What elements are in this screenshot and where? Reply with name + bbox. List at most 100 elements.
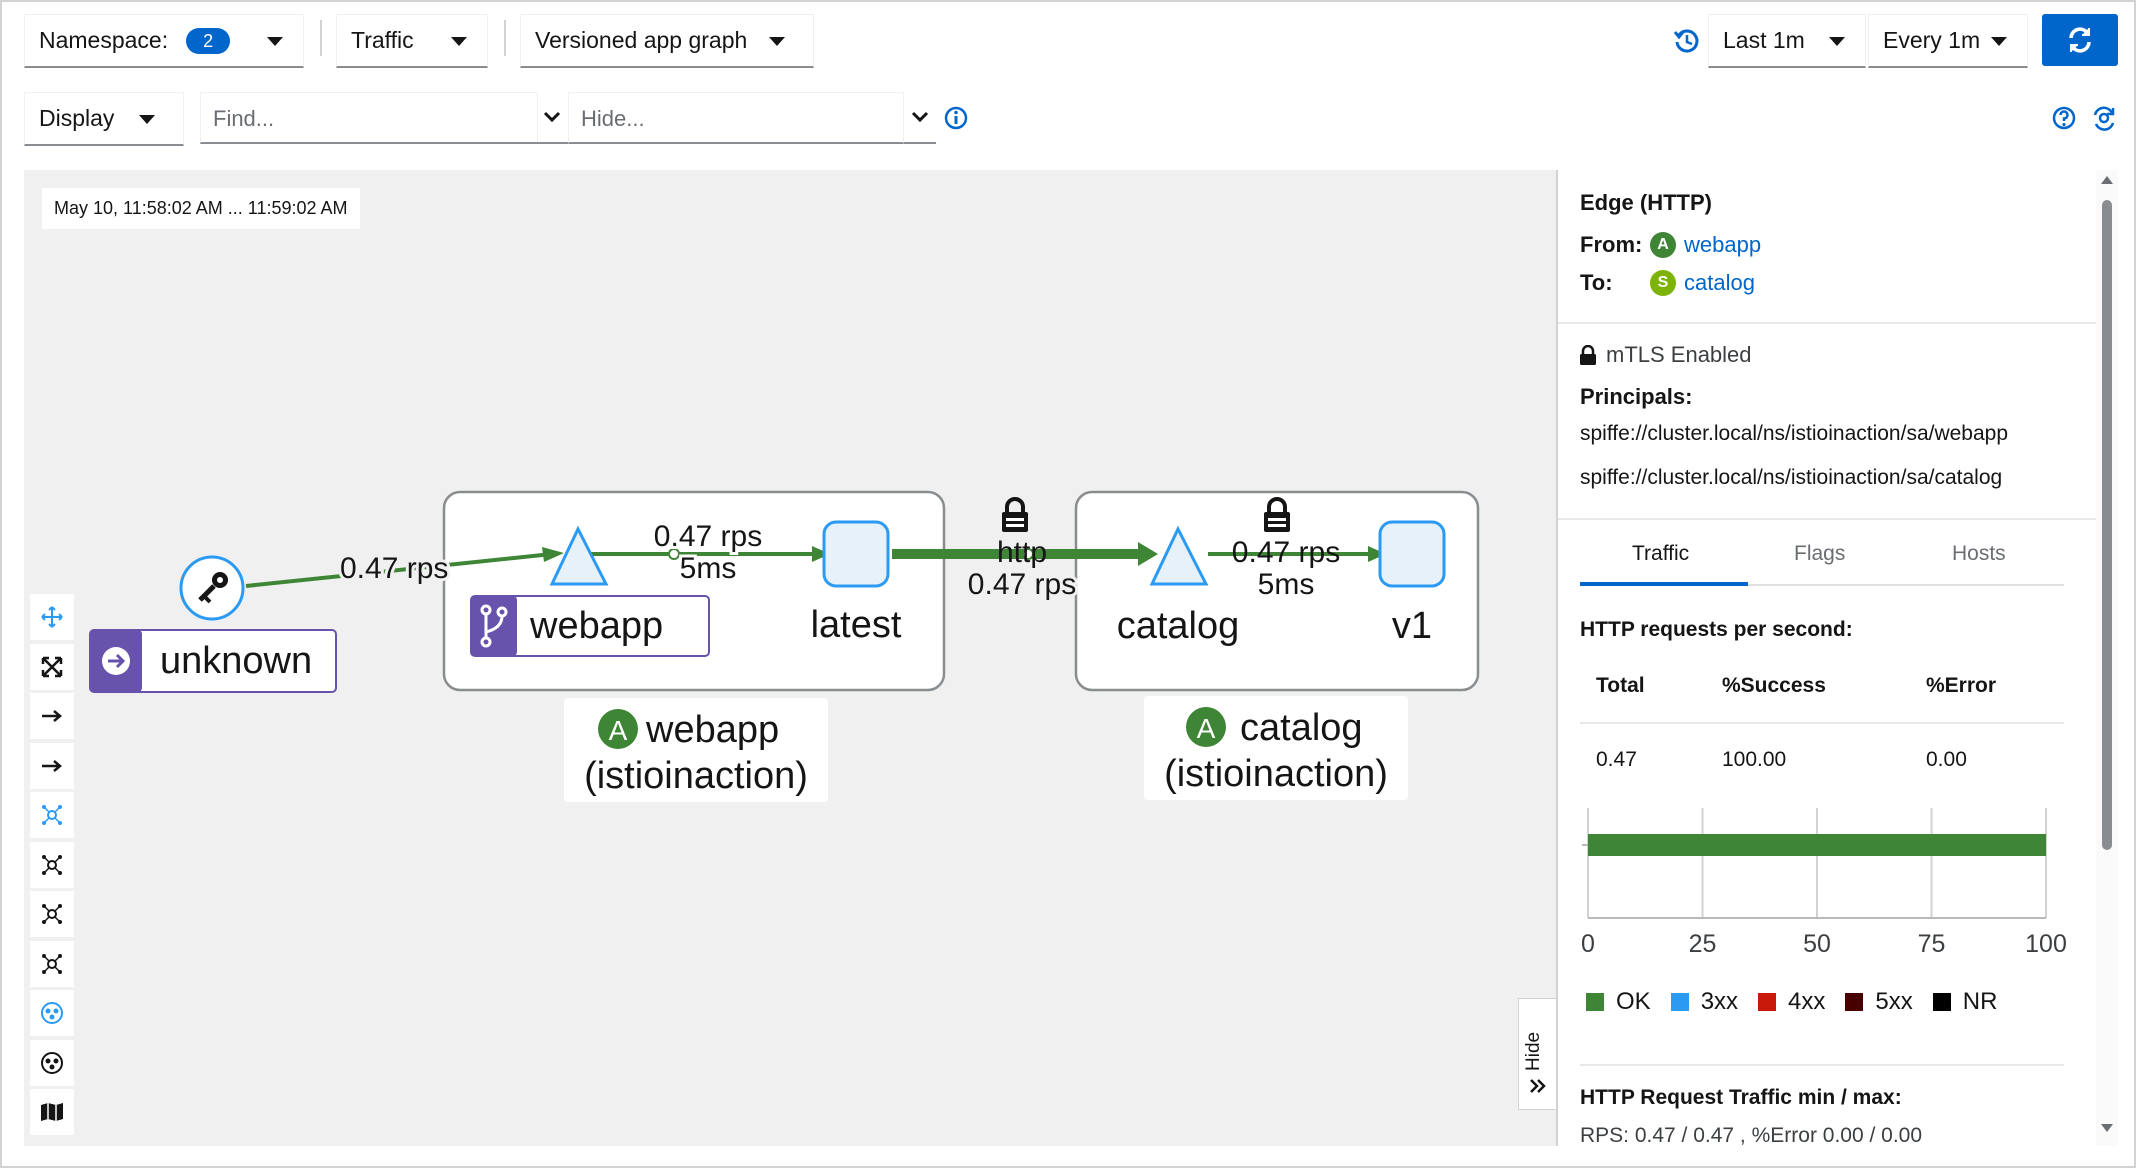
traffic-dropdown[interactable]: Traffic <box>336 14 488 68</box>
panel-title: Edge (HTTP) <box>1580 190 1712 215</box>
x-tick-label: 50 <box>1803 930 1831 958</box>
duration-dropdown[interactable]: Last 1m <box>1708 14 1866 68</box>
scroll-up-icon[interactable] <box>2101 176 2113 184</box>
latest-workload-node[interactable] <box>822 520 890 588</box>
panel-scrollbar[interactable] <box>2096 170 2118 1146</box>
traffic-label: Traffic <box>351 27 414 53</box>
edge-unknown-to-webapp[interactable] <box>245 547 564 588</box>
edge-label-protocol: http <box>997 536 1047 569</box>
service-badge-icon: S <box>1650 270 1676 296</box>
edge-label-time: 5ms <box>1258 568 1315 601</box>
min-max-label: HTTP Request Traffic min / max: <box>1580 1086 1902 1109</box>
replay-history-icon[interactable] <box>1670 24 1704 58</box>
latest-label-box <box>794 596 918 654</box>
key-icon <box>198 572 228 604</box>
namespace-dropdown[interactable]: Namespace: 2 <box>24 14 304 68</box>
refresh-interval-dropdown[interactable]: Every 1m <box>1868 14 2028 68</box>
layout-2-icon[interactable] <box>30 891 74 937</box>
legend-item-5xx: 5xx <box>1845 988 1913 1016</box>
code-branch-icon <box>480 604 508 648</box>
panel-tabs: Traffic Flags Hosts <box>1580 542 2064 586</box>
divider <box>1580 1064 2064 1066</box>
legend-item-nr: NR <box>1932 988 1997 1016</box>
graph-type-dropdown[interactable]: Versioned app graph <box>520 14 814 68</box>
webapp-service-text: webapp <box>529 605 663 647</box>
webapp-service-node[interactable] <box>549 525 609 586</box>
principal-catalog: spiffe://cluster.local/ns/istioinaction/… <box>1580 466 2003 489</box>
hide-panel-tab[interactable]: Hide <box>1518 998 1556 1110</box>
layout-3-icon[interactable] <box>30 940 74 987</box>
scroll-thumb[interactable] <box>2102 200 2112 850</box>
unknown-node[interactable] <box>179 555 245 621</box>
refresh-button[interactable] <box>2042 14 2118 66</box>
catalog-label-box <box>1100 596 1256 656</box>
namespace-layout-alt-icon[interactable] <box>30 1039 74 1086</box>
graph-toolbar <box>30 594 74 1139</box>
display-dropdown[interactable]: Display <box>24 92 184 146</box>
to-label: To: <box>1580 270 1613 295</box>
catalog-service-node[interactable] <box>1149 525 1209 586</box>
x-tick-label: 100 <box>2025 930 2067 958</box>
to-link[interactable]: catalog <box>1684 270 1755 295</box>
tab-hosts[interactable]: Hosts <box>1952 542 2006 565</box>
caret-down-icon <box>769 37 785 46</box>
active-tab-indicator <box>1580 582 1748 586</box>
from-row: From: A webapp <box>1580 232 1761 258</box>
tab-flags[interactable]: Flags <box>1794 542 1846 565</box>
bar-ok <box>1588 834 2046 856</box>
caret-down-icon <box>267 37 283 46</box>
caret-down-icon <box>139 115 155 124</box>
pan-move-icon[interactable] <box>30 594 74 640</box>
edge-catalog-to-v1[interactable] <box>1208 546 1386 562</box>
edge-label-rps: 0.47 rps <box>1232 536 1340 569</box>
tour-icon[interactable] <box>2090 104 2118 132</box>
chart-legend: OK 3xx 4xx 5xx NR <box>1586 988 2017 1016</box>
hide-options-chevron[interactable] <box>904 92 936 144</box>
http-rps-label: HTTP requests per second: <box>1580 618 1853 641</box>
mtls-row: mTLS Enabled <box>1580 342 1752 368</box>
namespace-layout-icon[interactable] <box>30 990 74 1036</box>
map-legend-icon[interactable] <box>30 1089 74 1135</box>
divider <box>1558 322 2096 324</box>
from-link[interactable]: webapp <box>1684 232 1762 257</box>
webapp-box-namespace: (istioinaction) <box>584 755 808 797</box>
hide-input[interactable]: Hide... <box>568 92 904 144</box>
edge-latest-to-catalog-selected[interactable] <box>892 542 1158 566</box>
help-icon[interactable] <box>2050 104 2078 132</box>
duration-label: Last 1m <box>1723 27 1805 53</box>
namespace-label: Namespace: <box>39 27 169 53</box>
arrow-right-icon[interactable] <box>30 742 74 789</box>
principal-webapp: spiffe://cluster.local/ns/istioinaction/… <box>1580 422 2009 445</box>
sync-icon <box>2069 27 2091 53</box>
legend-item-4xx: 4xx <box>1758 988 1825 1016</box>
to-row: To: S catalog <box>1580 270 1755 296</box>
info-icon[interactable] <box>942 104 970 132</box>
catalog-service-text: catalog <box>1117 605 1240 647</box>
layout-1-icon[interactable] <box>30 841 74 888</box>
legend-item-ok: OK <box>1586 988 1651 1016</box>
tab-traffic[interactable]: Traffic <box>1632 542 1690 565</box>
mtls-text: mTLS Enabled <box>1606 342 1752 367</box>
layout-default-icon[interactable] <box>30 792 74 838</box>
edge-webapp-to-latest[interactable] <box>579 546 830 562</box>
scroll-down-icon[interactable] <box>2101 1124 2113 1132</box>
display-label: Display <box>39 105 115 131</box>
edge-label-rps: 0.47 rps <box>340 552 448 585</box>
table-divider <box>1580 722 2064 724</box>
find-input[interactable]: Find... <box>200 92 538 144</box>
v1-node-text: v1 <box>1392 605 1432 647</box>
col-header-error: %Error <box>1926 674 1997 697</box>
caret-down-icon <box>1991 37 2007 46</box>
col-header-total: Total <box>1596 674 1645 697</box>
expand-fit-icon[interactable] <box>30 643 74 690</box>
v1-workload-node[interactable] <box>1378 520 1446 588</box>
find-options-chevron[interactable] <box>536 92 568 144</box>
arrow-right-icon[interactable] <box>30 693 74 739</box>
catalog-box-namespace: (istioinaction) <box>1164 753 1388 795</box>
app-badge-letter: A <box>1197 713 1216 744</box>
lock-icon <box>1580 345 1596 365</box>
unknown-label <box>89 629 337 693</box>
divider <box>1558 518 2096 520</box>
graph-canvas[interactable]: May 10, 11:58:02 AM ... 11:59:02 AM <box>24 170 1556 1146</box>
